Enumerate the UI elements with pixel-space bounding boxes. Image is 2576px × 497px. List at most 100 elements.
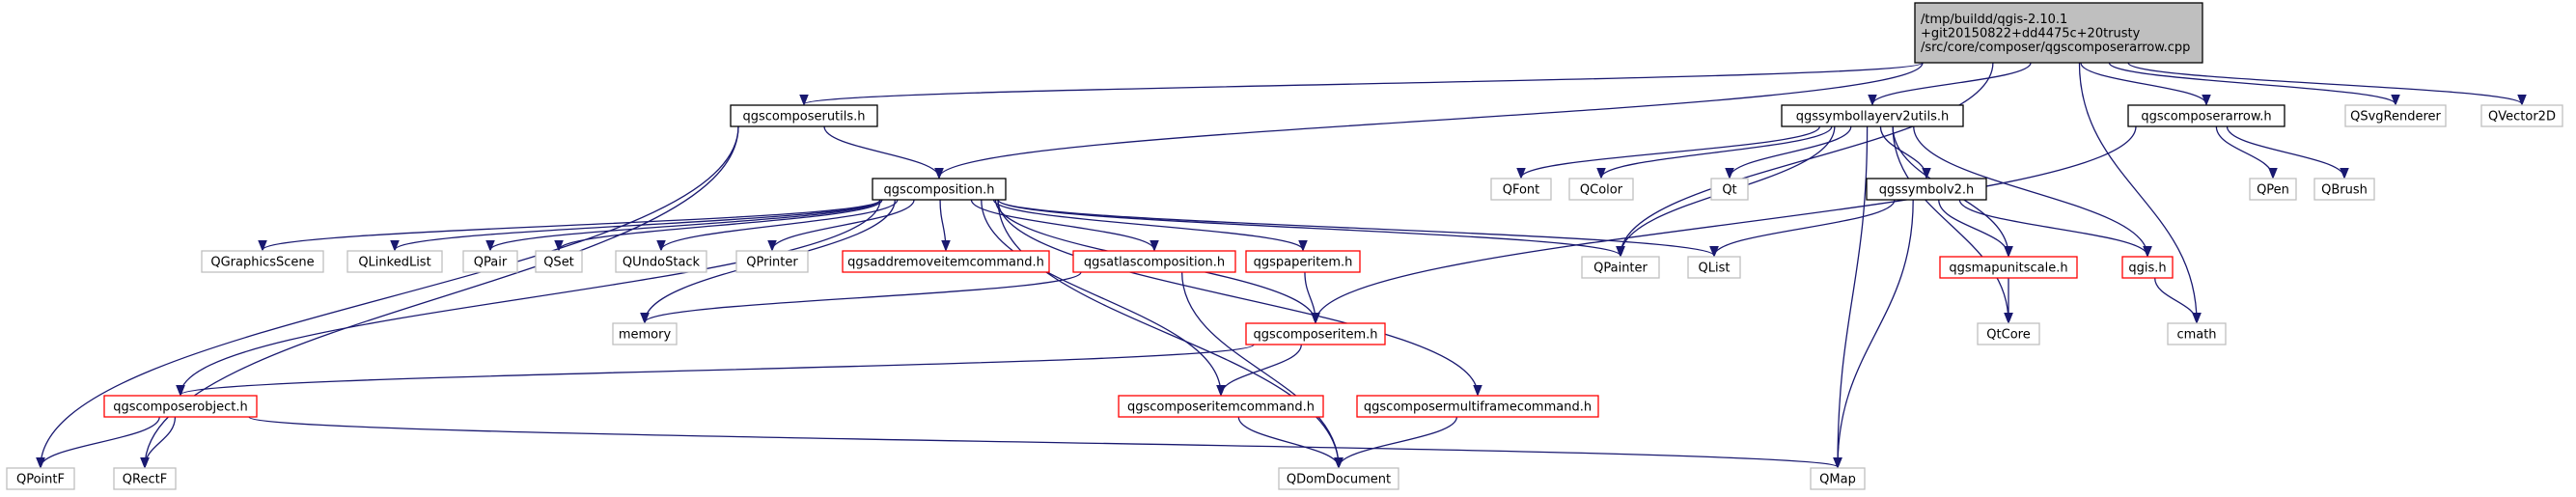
node-label: QLinkedList: [358, 256, 430, 270]
node-qlist: QList: [1687, 256, 1741, 279]
node-box: [1710, 178, 1749, 201]
node-box: [1356, 395, 1599, 418]
node-box: [113, 467, 177, 490]
node-label: QBrush: [2321, 183, 2368, 198]
edge-symv2-to-qgis: [1958, 199, 2147, 256]
edge-composition-to-itemcmd: [981, 199, 1221, 395]
node-label: qgscomposerarrow.h: [2141, 110, 2271, 124]
node-mapunit[interactable]: qgsmapunitscale.h: [1939, 256, 2078, 279]
node-label: qgscomposeritem.h: [1253, 328, 1377, 343]
edge: [772, 199, 915, 250]
node-label: Qt: [1722, 183, 1736, 198]
edge: [804, 62, 1924, 104]
edge-root-to-composition: [939, 62, 1924, 178]
edge: [823, 125, 939, 178]
node-label: QGraphicsScene: [210, 256, 314, 270]
edge: [1879, 125, 1926, 178]
node-symv2[interactable]: qgssymbolv2.h: [1866, 178, 1987, 201]
edge-symlayer-to-qcolor: [1601, 125, 1833, 178]
node-utils[interactable]: qgscomposerutils.h: [730, 104, 878, 127]
node-label: qgscomposition.h: [884, 183, 995, 198]
node-box: [1118, 395, 1324, 418]
node-box: [346, 250, 443, 273]
node-composition[interactable]: qgscomposition.h: [872, 178, 1007, 201]
edge: [997, 199, 1339, 467]
edge-composition-to-qpair: [490, 199, 881, 250]
node-box: [103, 395, 258, 418]
node-box: [2480, 104, 2563, 127]
edge-symv2-to-mapunit: [1938, 199, 2008, 256]
edge: [1521, 125, 1821, 178]
edge-composition-to-qgs: [263, 199, 881, 250]
node-box: [1490, 178, 1552, 201]
edge: [248, 416, 1838, 467]
node-item[interactable]: qgscomposeritem.h: [1245, 322, 1386, 345]
edge-root-to-qvec: [2127, 62, 2522, 104]
node-label: QPainter: [1593, 262, 1648, 276]
node-box: [1581, 256, 1660, 279]
node-label: qgis.h: [2128, 262, 2166, 276]
node-qpair: QPair: [462, 250, 518, 273]
edge-utils-to-qpointf: [41, 125, 739, 467]
node-box: [6, 467, 75, 490]
node-box: [615, 250, 707, 273]
node-qgs: QGraphicsScene: [201, 250, 324, 273]
edge-item-to-itemcmd: [1221, 344, 1302, 395]
node-box: [1278, 467, 1399, 490]
edge: [1714, 199, 1896, 256]
edge: [981, 199, 1221, 395]
edge-composition-to-qlist: [997, 199, 1714, 256]
node-label: cmath: [2176, 328, 2216, 343]
node-symlayer[interactable]: qgssymbollayerv2utils.h: [1781, 104, 1964, 127]
node-qundo: QUndoStack: [615, 250, 707, 273]
node-box: [2249, 178, 2297, 201]
node-label: QColor: [1580, 183, 1623, 198]
edge-composition-to-qprinter: [772, 199, 915, 250]
node-root[interactable]: /tmp/buildd/qgis-2.10.1+git20150822+dd44…: [1914, 2, 2203, 64]
edge-composition-to-qpainter: [997, 199, 1620, 256]
node-paper[interactable]: qgspaperitem.h: [1245, 250, 1361, 273]
node-box: [2344, 104, 2447, 127]
node-box: [1687, 256, 1741, 279]
edge-composition-to-atlas: [970, 199, 1154, 250]
node-qtcore: QtCore: [1977, 322, 2040, 345]
node-box: [1939, 256, 2078, 279]
node-box: [1072, 250, 1236, 273]
edge-symv2-to-qmap: [1838, 199, 1914, 467]
edge: [1872, 62, 2032, 104]
edge: [2154, 277, 2197, 322]
edge-root-to-qsvg: [2108, 62, 2396, 104]
edge: [395, 199, 881, 250]
node-label: qgsatlascomposition.h: [1084, 256, 1225, 270]
edge: [2080, 62, 2206, 104]
node-label: /tmp/buildd/qgis-2.10.1: [1921, 13, 2067, 27]
node-object[interactable]: qgscomposerobject.h: [103, 395, 258, 418]
node-box: [872, 178, 1007, 201]
edge: [490, 199, 881, 250]
edge: [2078, 62, 2197, 322]
node-memory: memory: [612, 322, 678, 345]
node-arrowh[interactable]: qgscomposerarrow.h: [2127, 104, 2285, 127]
node-addremove[interactable]: qgsaddremoveitemcommand.h: [842, 250, 1050, 273]
node-qmap: QMap: [1810, 467, 1866, 490]
edge: [1304, 271, 1316, 322]
edge-object-to-qpointf: [41, 416, 160, 467]
node-label: QPrinter: [746, 256, 798, 270]
node-box: [612, 322, 678, 345]
node-atlas[interactable]: qgsatlascomposition.h: [1072, 250, 1236, 273]
edge: [41, 416, 160, 467]
edge-composition-to-multiframe: [997, 199, 1478, 395]
edge-composition-to-addremove: [939, 199, 946, 250]
edge-atlas-to-memory: [645, 271, 1082, 322]
node-label: qgspaperitem.h: [1254, 256, 1353, 270]
node-box: [1568, 178, 1634, 201]
node-multiframe[interactable]: qgscomposermultiframecommand.h: [1356, 395, 1599, 418]
edge-symlayer-to-qtcore: [1892, 125, 2008, 322]
node-qbrush: QBrush: [2313, 178, 2375, 201]
edge-arrowh-to-qpen: [2215, 125, 2273, 178]
edge-multiframe-to-qdom: [1339, 416, 1458, 467]
edge: [939, 199, 946, 250]
edge: [1339, 416, 1458, 467]
node-qgis[interactable]: qgis.h: [2121, 256, 2174, 279]
node-itemcmd[interactable]: qgscomposeritemcommand.h: [1118, 395, 1324, 418]
